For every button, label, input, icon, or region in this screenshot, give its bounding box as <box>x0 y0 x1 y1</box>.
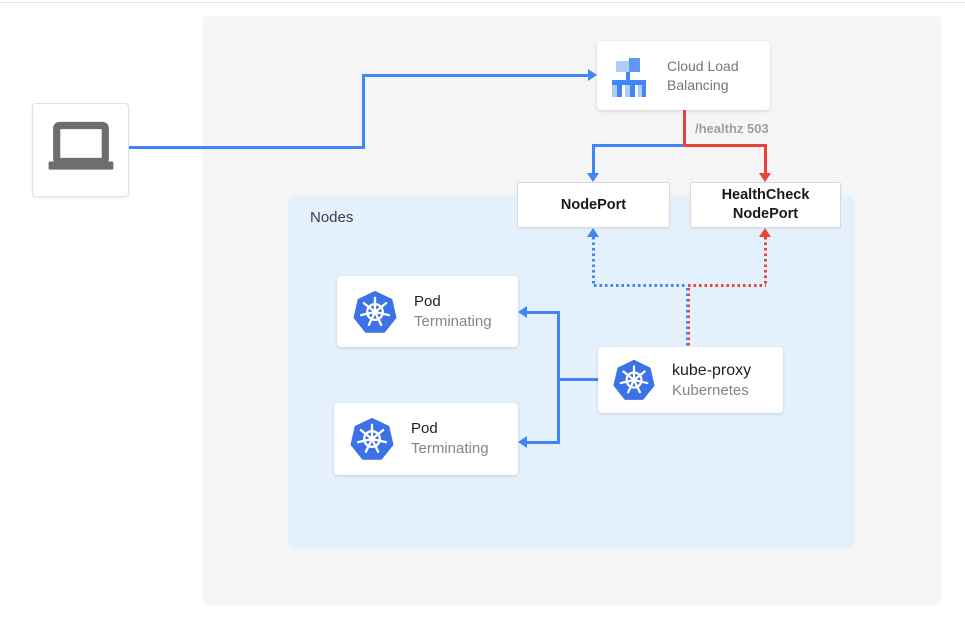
pod1-status: Terminating <box>414 312 492 330</box>
kubernetes-helm-icon <box>349 416 395 462</box>
arrowhead-up-healthcheck-icon <box>759 228 771 237</box>
healthcheck-nodeport-label-line2: NodePort <box>732 206 799 222</box>
dotted-line-to-nodeport-h <box>594 284 686 287</box>
dotted-line-to-nodeport-v <box>592 237 595 284</box>
traffic-branch-line-v <box>592 144 595 174</box>
laptop-icon <box>45 117 117 184</box>
client-traffic-line-h2 <box>365 74 589 77</box>
kubernetes-helm-icon <box>352 289 398 335</box>
pod2-status: Terminating <box>411 440 489 457</box>
nodes-container-label: Nodes <box>310 209 354 226</box>
healthcheck-branch-line-v <box>764 144 767 174</box>
client-node <box>32 103 129 197</box>
healthcheck-nodeport-node: HealthCheck NodePort <box>690 182 841 228</box>
healthz-503-annotation: /healthz 503 <box>695 121 769 136</box>
healthcheck-line-from-lb <box>683 110 686 147</box>
arrowhead-into-pod2-icon <box>518 436 527 448</box>
arrowhead-into-pod1-icon <box>518 306 527 318</box>
healthcheck-branch-line-h <box>686 144 767 147</box>
arrowhead-into-nodeport-icon <box>587 173 599 182</box>
cloud-load-balancing-icon <box>609 54 653 98</box>
cloud-load-balancing-node: Cloud Load Balancing <box>597 41 770 110</box>
client-traffic-line-v <box>362 74 365 149</box>
dotted-line-to-healthcheck-v <box>764 237 767 284</box>
client-traffic-line-h1 <box>127 146 365 149</box>
kube-proxy-title: kube-proxy <box>672 361 752 379</box>
line-into-pod1 <box>527 311 557 314</box>
nodeport-node: NodePort <box>517 182 670 228</box>
arrowhead-up-nodeport-icon <box>587 228 599 237</box>
kube-proxy-subtitle: Kubernetes <box>672 381 749 399</box>
page-top-divider <box>0 2 965 3</box>
kubeproxy-to-pods-line-v <box>557 311 560 444</box>
pod2-title: Pod <box>411 420 438 437</box>
kubeproxy-to-pods-line-h <box>557 378 598 381</box>
traffic-branch-line-h <box>593 144 683 147</box>
kubeproxy-programs-healthcheck-dotted-v-red <box>688 288 690 347</box>
arrowhead-into-healthcheck-nodeport-icon <box>759 173 771 182</box>
pod2-node: Pod Terminating <box>334 403 518 475</box>
line-into-pod2 <box>527 441 557 444</box>
healthcheck-nodeport-label-line1: HealthCheck <box>721 187 810 203</box>
kubernetes-helm-icon <box>612 358 656 402</box>
cloud-load-balancing-label: Cloud Load Balancing <box>667 57 739 93</box>
nodeport-label: NodePort <box>560 196 627 213</box>
dotted-line-to-healthcheck-h <box>688 284 766 287</box>
kube-proxy-node: kube-proxy Kubernetes <box>598 347 783 413</box>
pod1-title: Pod <box>414 292 441 310</box>
arrowhead-into-load-balancer-icon <box>588 69 597 81</box>
pod1-node: Pod Terminating <box>337 276 518 347</box>
kubeproxy-programs-nodeport-dotted-v-blue <box>686 288 688 347</box>
